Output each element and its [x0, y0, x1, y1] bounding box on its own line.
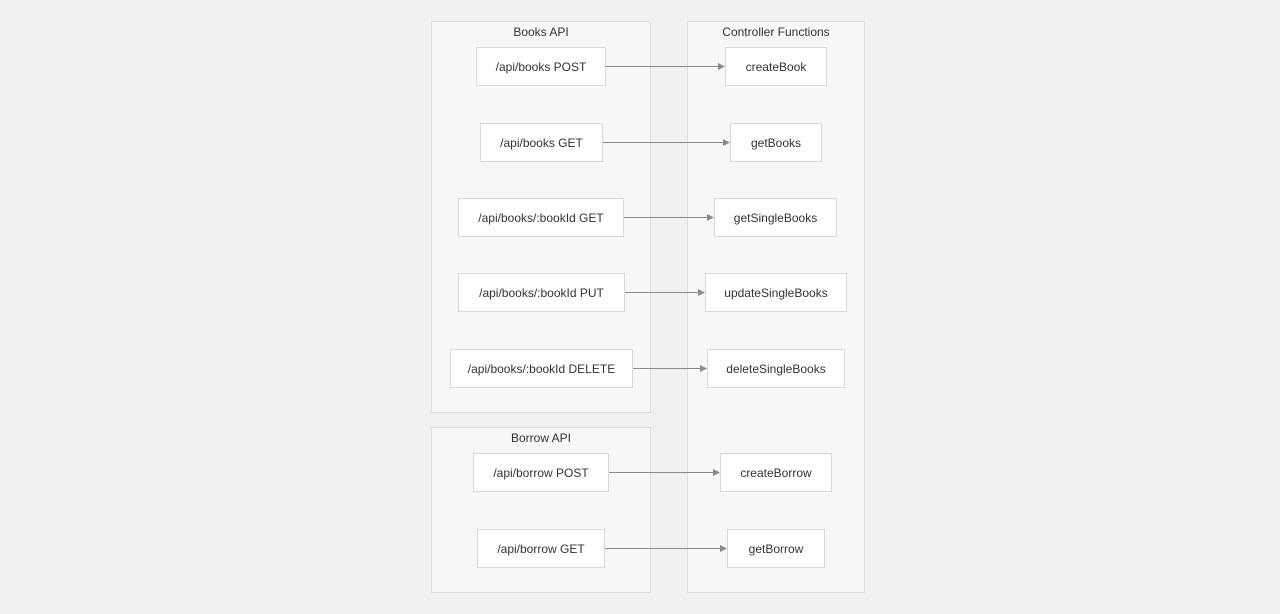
function-node-get-borrow[interactable]: getBorrow: [727, 529, 825, 568]
function-node-get-single-books[interactable]: getSingleBooks: [714, 198, 837, 237]
function-node-get-books[interactable]: getBooks: [730, 123, 822, 162]
route-node-books-get[interactable]: /api/books GET: [480, 123, 603, 162]
function-node-update-single-books[interactable]: updateSingleBooks: [705, 273, 847, 312]
route-node-borrow-post[interactable]: /api/borrow POST: [473, 453, 609, 492]
route-node-book-id-put[interactable]: /api/books/:bookId PUT: [458, 273, 625, 312]
route-node-book-id-delete[interactable]: /api/books/:bookId DELETE: [450, 349, 633, 388]
route-node-book-id-get[interactable]: /api/books/:bookId GET: [458, 198, 624, 237]
borrow-api-title: Borrow API: [510, 431, 572, 445]
route-node-borrow-get[interactable]: /api/borrow GET: [477, 529, 605, 568]
controller-functions-title: Controller Functions: [722, 25, 830, 39]
borrow-api-group: Borrow API: [431, 427, 651, 593]
function-node-create-book[interactable]: createBook: [725, 47, 827, 86]
function-node-delete-single-books[interactable]: deleteSingleBooks: [707, 349, 845, 388]
function-node-create-borrow[interactable]: createBorrow: [720, 453, 832, 492]
route-node-books-post[interactable]: /api/books POST: [476, 47, 606, 86]
books-api-title: Books API: [513, 25, 569, 39]
